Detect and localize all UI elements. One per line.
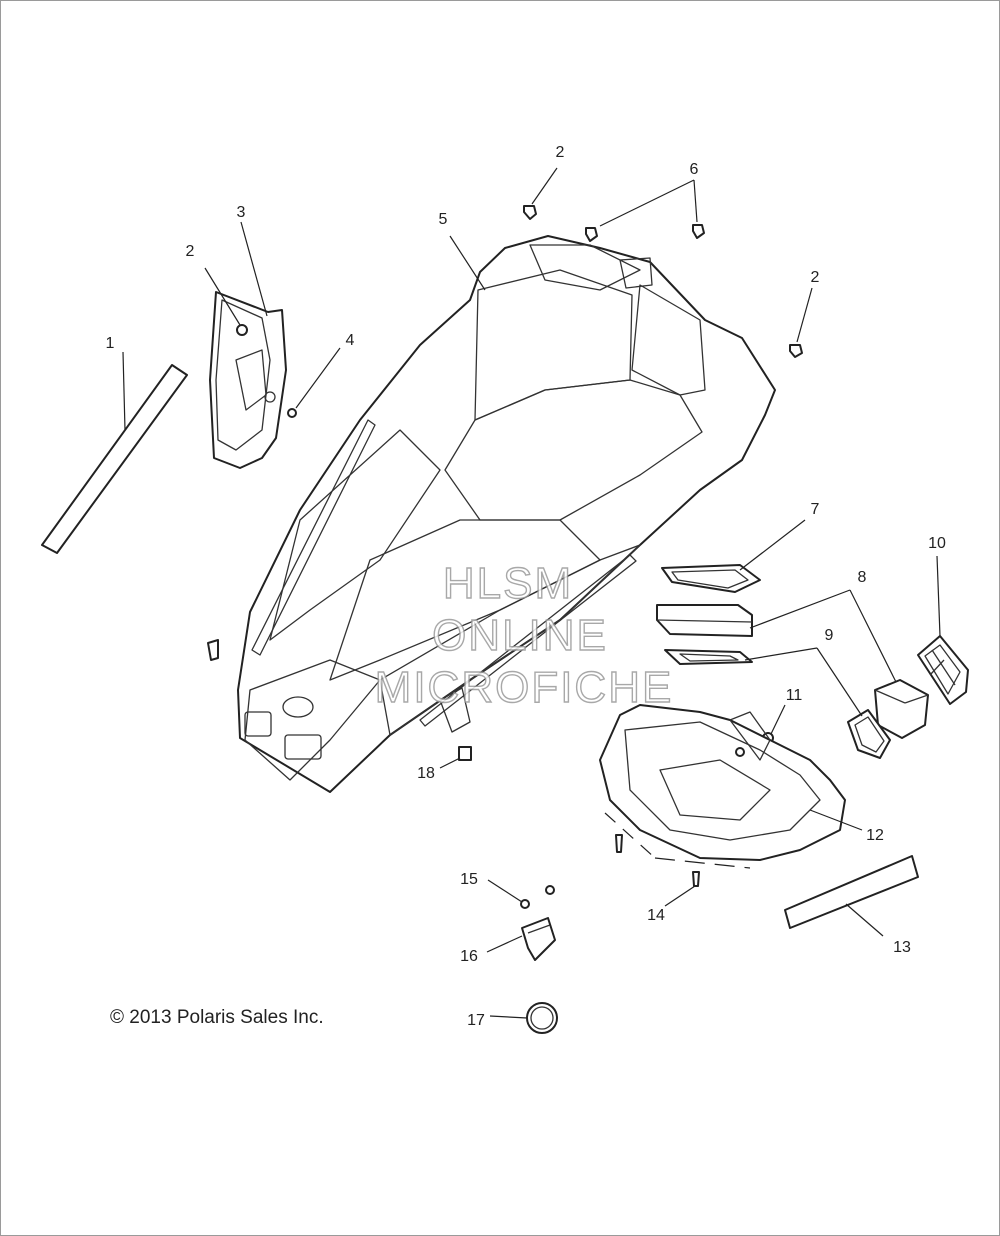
part-screw-12[interactable] [615,834,623,853]
part-foam-block[interactable] [656,604,753,637]
callout-9: 9 [825,627,834,644]
watermark-line-3: MICROFICHE [375,663,674,712]
callout-16: 16 [460,948,478,965]
part-rivet-15b[interactable] [545,885,555,895]
callout-1: 1 [106,335,115,352]
fastener-2-left[interactable] [236,324,248,336]
callout-7: 7 [811,501,820,518]
part-clip[interactable] [458,746,472,761]
callout-14: 14 [647,907,665,924]
callout-10: 10 [928,535,946,552]
part-airbox[interactable] [599,704,846,861]
fastener-6-right[interactable] [692,224,705,239]
fastener-2-top[interactable] [523,205,537,220]
part-rivet-15a[interactable] [520,899,530,909]
part-foam-block-2[interactable] [874,679,929,739]
part-decal-strip-left[interactable] [41,364,188,554]
watermark-line-2: ONLINE [432,611,608,660]
part-grille[interactable] [917,635,969,705]
callout-2-left: 2 [186,243,195,260]
part-screen-frame[interactable] [664,649,753,665]
part-ring[interactable] [526,1002,558,1034]
callout-11: 11 [786,687,803,704]
callout-5: 5 [439,211,448,228]
part-decal-strip-right[interactable] [784,855,919,929]
part-hood-assembly[interactable] [237,235,776,793]
fastener-4[interactable] [287,408,297,418]
watermark-line-1: HLSM [443,559,573,608]
callout-2-right: 2 [811,269,820,286]
callout-17: 17 [467,1012,485,1029]
fastener-6-left[interactable] [585,227,598,242]
callout-2-top: 2 [556,144,565,161]
callout-6: 6 [690,161,699,178]
callout-18: 18 [417,765,435,782]
callout-13: 13 [893,939,911,956]
callout-15: 15 [460,871,478,888]
part-side-panel[interactable] [209,291,287,469]
callout-12: 12 [866,827,884,844]
callout-3: 3 [237,204,246,221]
part-vent-cover[interactable] [661,564,761,593]
copyright-notice: © 2013 Polaris Sales Inc. [110,1007,324,1028]
part-screw-14[interactable] [692,871,700,887]
fastener-2-right[interactable] [789,344,803,358]
callout-4: 4 [346,332,355,349]
watermark: HLSM ONLINE MICROFICHE [374,558,674,712]
callout-8: 8 [858,569,867,586]
part-bracket[interactable] [521,917,556,961]
part-push-pin[interactable] [207,639,219,661]
part-screen-frame-2[interactable] [847,709,891,759]
